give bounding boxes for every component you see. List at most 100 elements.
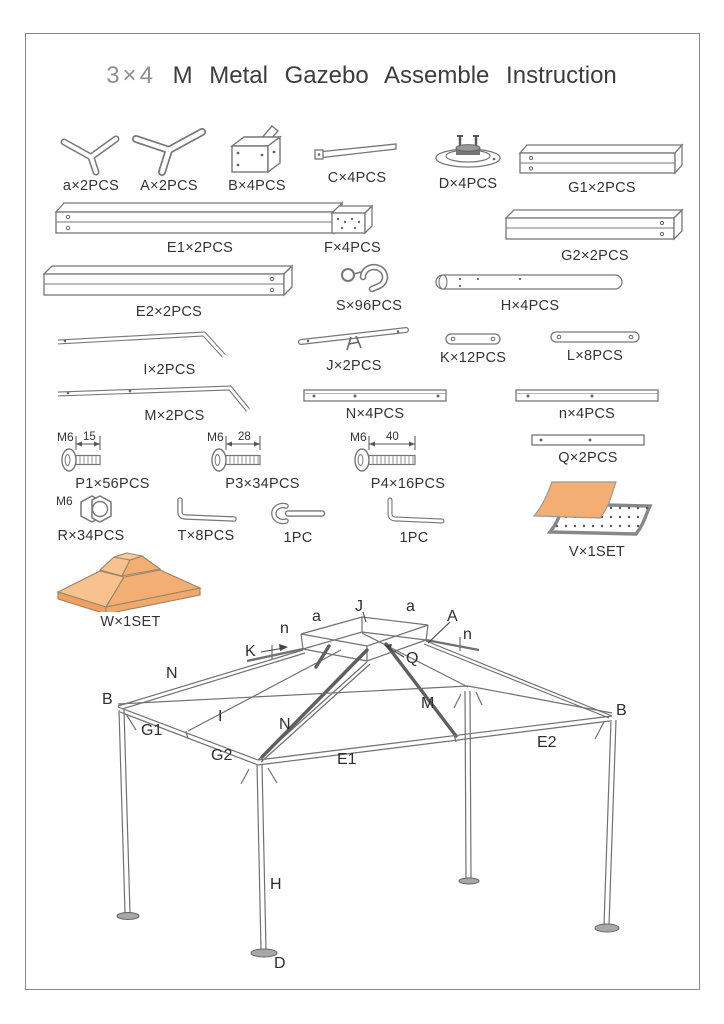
part-M: M×2PCS: [52, 382, 257, 424]
diagram-label-M: M: [421, 695, 435, 712]
part-C: C×4PCS: [312, 140, 402, 186]
part-wrench: 1PC: [268, 500, 328, 546]
part-label: P1×56PCS: [75, 476, 150, 492]
part-W: W×1SET: [48, 550, 213, 630]
part-label: D×4PCS: [438, 176, 498, 192]
diagram-label-B-right: B: [616, 702, 627, 719]
bolt-length-label: 28: [238, 431, 251, 443]
part-G1: G1×2PCS: [516, 142, 688, 196]
part-n: n×4PCS: [512, 386, 662, 422]
strap-icon: [531, 434, 645, 446]
diagram-label-E1: E1: [337, 751, 357, 768]
bent-bar-icon: [57, 331, 226, 358]
part-label: 1PC: [399, 530, 429, 546]
part-label: G2×2PCS: [561, 248, 629, 264]
part-L: L×8PCS: [545, 328, 645, 364]
diagram-label-n-left: n: [280, 620, 289, 637]
part-A: A×2PCS: [126, 124, 212, 194]
diagram-label-a-left: a: [312, 608, 321, 625]
part-K: K×12PCS: [440, 330, 506, 366]
page-title: 3×4 M Metal Gazebo Assemble Instruction: [25, 62, 698, 90]
wrench-icon: [271, 502, 326, 525]
canopy-corner-fabric-icon: [532, 481, 653, 536]
diagram-label-D: D: [274, 955, 286, 972]
diagram-label-n-right: n: [463, 626, 472, 643]
bar-icon: [314, 143, 397, 160]
thread-size-label: M6: [57, 430, 74, 444]
diagram-label-G2: G2: [211, 747, 233, 764]
part-label: J×2PCS: [326, 358, 382, 374]
part-V: V×1SET: [518, 478, 676, 560]
strap-icon: [515, 389, 659, 402]
part-label: V×1SET: [568, 544, 626, 560]
title-dimensions: 3×4: [106, 62, 156, 89]
page-border: [25, 33, 700, 990]
part-label: P4×16PCS: [370, 476, 446, 492]
part-label: H×4PCS: [500, 298, 560, 314]
part-J: J×2PCS: [295, 322, 413, 374]
part-label: N×4PCS: [345, 406, 405, 422]
part-label: n×4PCS: [558, 406, 616, 422]
thread-size-label: M6: [56, 494, 73, 508]
part-T: T×8PCS: [170, 496, 242, 544]
part-label: I×2PCS: [143, 362, 196, 378]
part-label: a×2PCS: [62, 178, 120, 194]
diagram-label-K: K: [245, 643, 256, 660]
part-label: 1PC: [283, 530, 313, 546]
part-label: S×96PCS: [336, 298, 403, 314]
beam-icon: [54, 201, 344, 235]
diagram-label-B-left: B: [102, 691, 113, 708]
part-D: D×4PCS: [428, 132, 508, 192]
part-H: H×4PCS: [432, 270, 628, 314]
plate-icon: [330, 204, 374, 235]
part-P4: M6 40 P4×16PCS: [348, 428, 468, 492]
beam-icon: [504, 208, 684, 241]
foot-base-icon: [435, 135, 501, 168]
diagram-label-N-strut: N: [279, 716, 291, 733]
diagram-label-E2: E2: [537, 734, 557, 751]
pole-icon: [435, 274, 623, 290]
part-P3: M6 28 P3×34PCS: [205, 428, 320, 492]
diagram-label-a-right: a: [406, 598, 415, 615]
strap-icon: [303, 389, 447, 402]
part-label: T×8PCS: [177, 528, 235, 544]
title-text: M Metal Gazebo Assemble Instruction: [172, 62, 617, 89]
part-Q: Q×2PCS: [528, 432, 648, 466]
thread-size-label: M6: [350, 430, 367, 444]
part-label: E2×2PCS: [135, 304, 203, 320]
part-label: W×1SET: [100, 614, 161, 630]
corner-bracket-icon: [229, 125, 283, 174]
hook-clip-icon: [341, 263, 389, 293]
part-G2: G2×2PCS: [502, 206, 688, 264]
diagram-label-J: J: [355, 598, 363, 615]
diagram-label-H: H: [270, 876, 282, 893]
part-label: K×12PCS: [440, 350, 507, 366]
part-label: F×4PCS: [324, 240, 382, 256]
part-E2: E2×2PCS: [40, 262, 298, 320]
bolt-icon: M6 40: [350, 430, 416, 472]
brace-bar-icon: [298, 327, 409, 351]
part-P1: M6 15 P1×56PCS: [55, 428, 170, 492]
part-label: B×4PCS: [228, 178, 286, 194]
part-a: a×2PCS: [50, 130, 132, 194]
bolt-length-label: 40: [386, 431, 399, 443]
diagram-label-A: A: [447, 608, 458, 625]
bolt-icon: M6 15: [57, 430, 101, 472]
part-N: N×4PCS: [300, 386, 450, 422]
part-label: A×2PCS: [140, 178, 198, 194]
part-label: P3×34PCS: [225, 476, 300, 492]
bent-bar-icon: [57, 385, 250, 412]
part-label: M×2PCS: [144, 408, 205, 424]
part-label: L×8PCS: [566, 348, 624, 364]
diagram-label-N-rafter: N: [166, 665, 178, 682]
strap-icon: [445, 333, 501, 345]
hex-key-icon: [177, 497, 237, 522]
diagram-label-I: I: [218, 708, 223, 725]
allen-key-icon: [387, 497, 445, 524]
beam-icon: [42, 264, 294, 297]
part-label: C×4PCS: [327, 170, 387, 186]
part-F: F×4PCS: [324, 202, 382, 256]
part-label: Q×2PCS: [558, 450, 618, 466]
beam-icon: [518, 143, 684, 175]
